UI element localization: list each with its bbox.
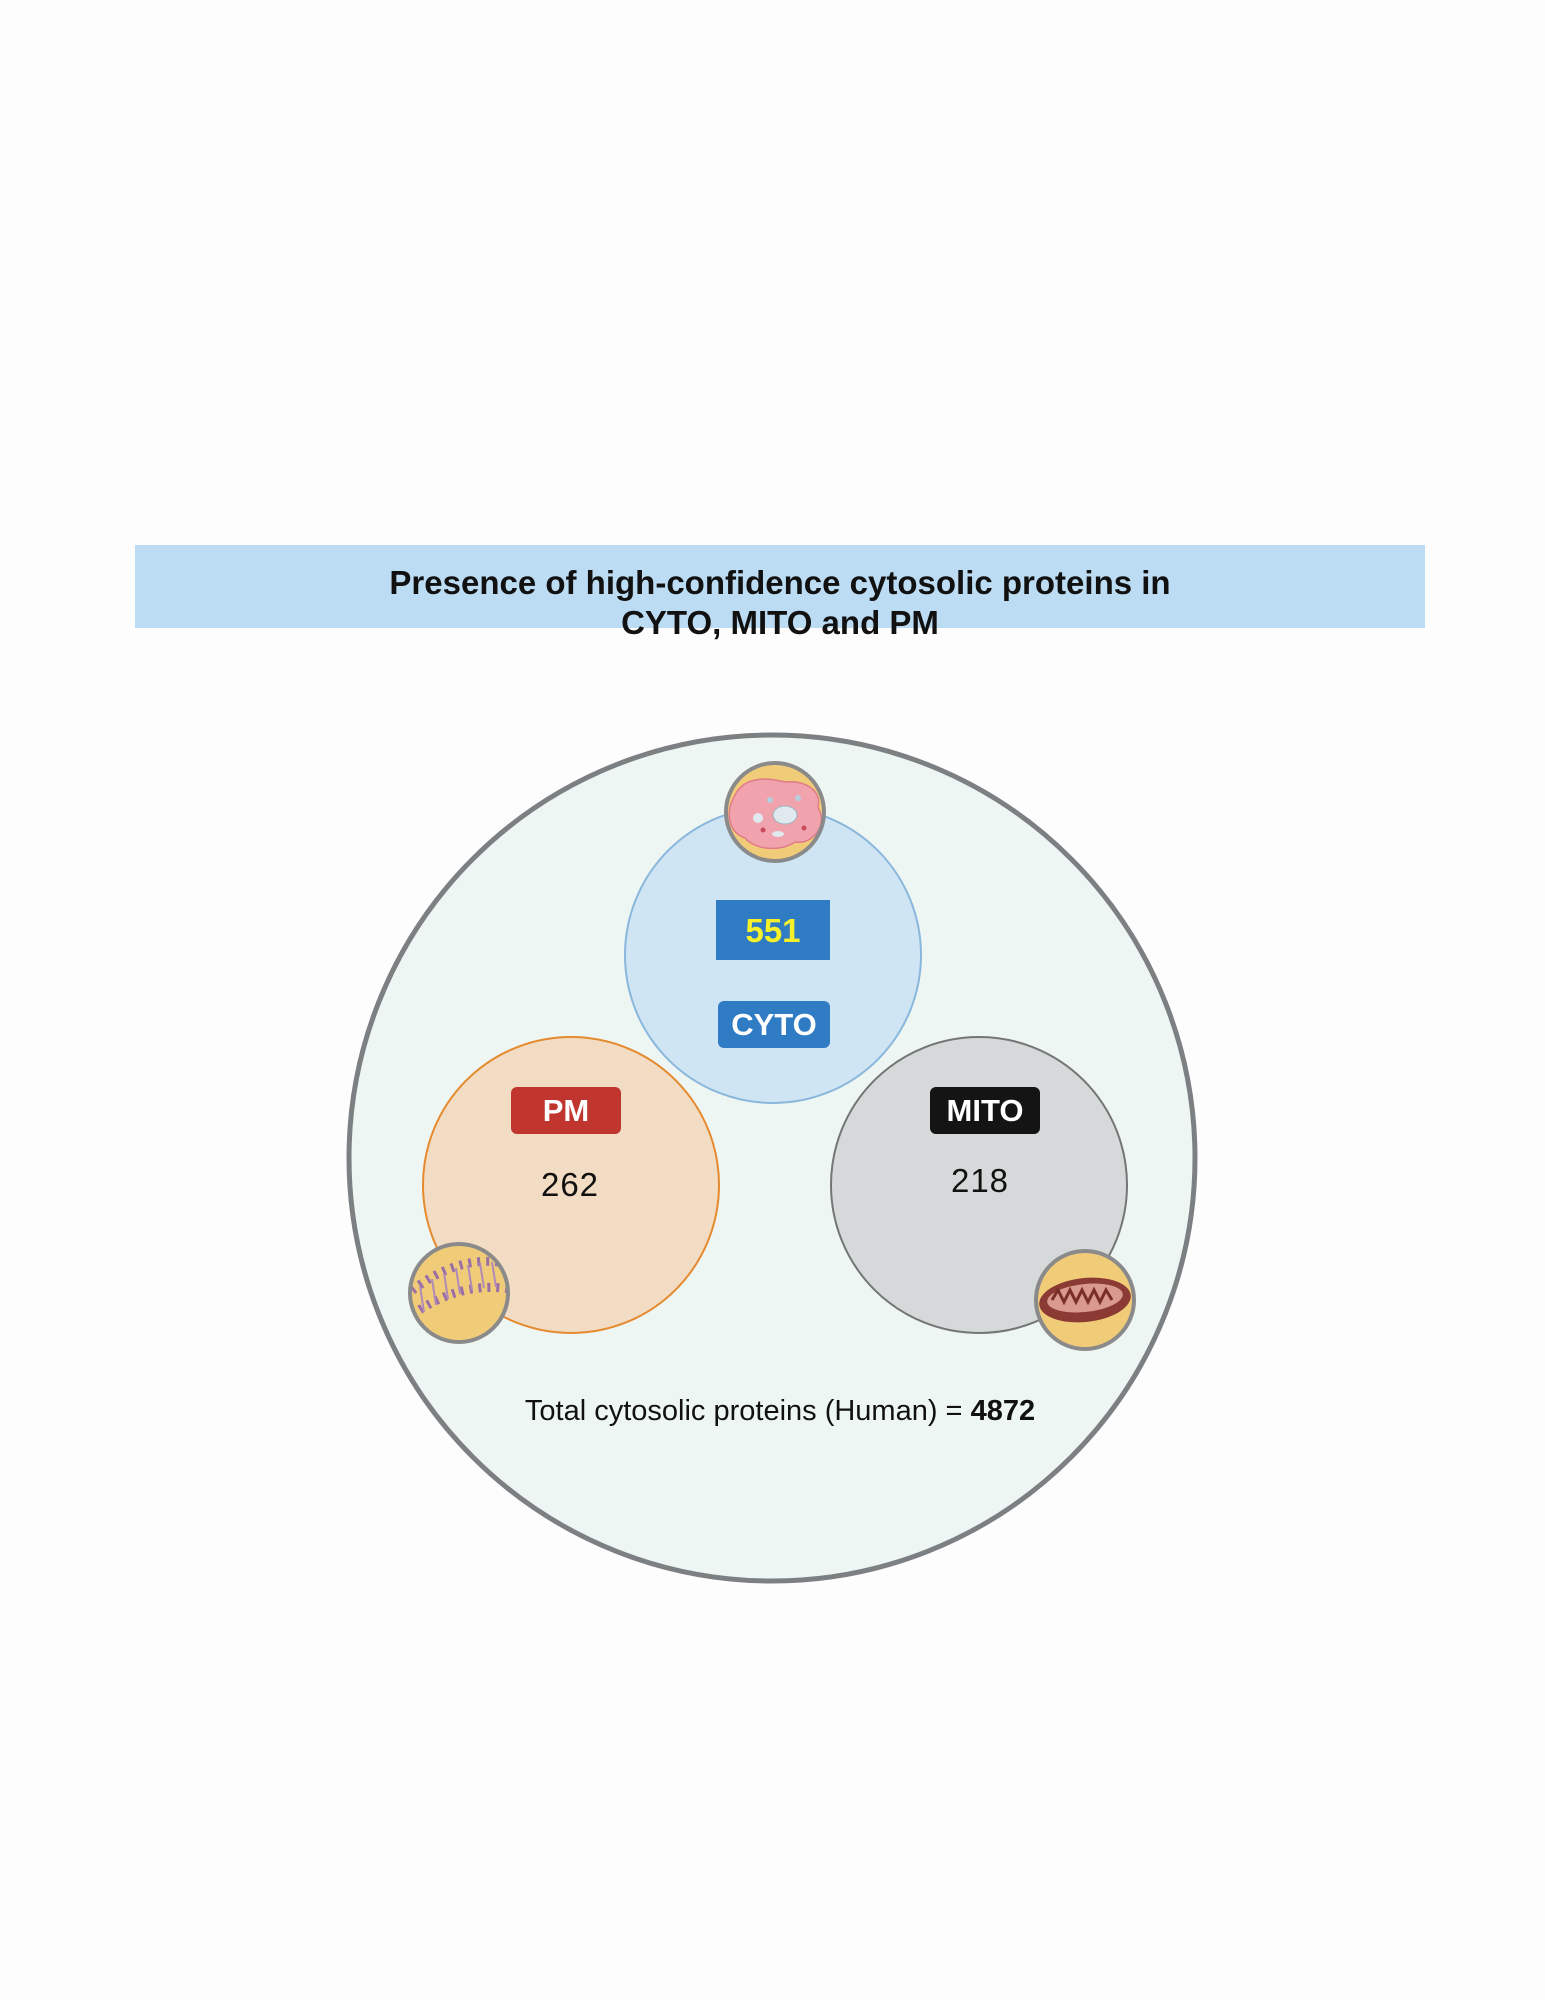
cyto-count: 551 [745, 912, 800, 949]
cell-icon [726, 763, 824, 861]
total-caption: Total cytosolic proteins (Human) = 4872 [380, 1395, 1180, 1428]
mito-label: MITO [930, 1087, 1040, 1134]
mitochondrion-icon [1036, 1251, 1134, 1349]
mito-count: 218 [910, 1162, 1050, 1200]
total-label: Total cytosolic proteins (Human) = [525, 1395, 963, 1427]
pm-label: PM [511, 1087, 621, 1134]
cyto-label: CYTO [718, 1001, 830, 1048]
total-value: 4872 [971, 1395, 1036, 1427]
pm-count: 262 [500, 1166, 640, 1204]
